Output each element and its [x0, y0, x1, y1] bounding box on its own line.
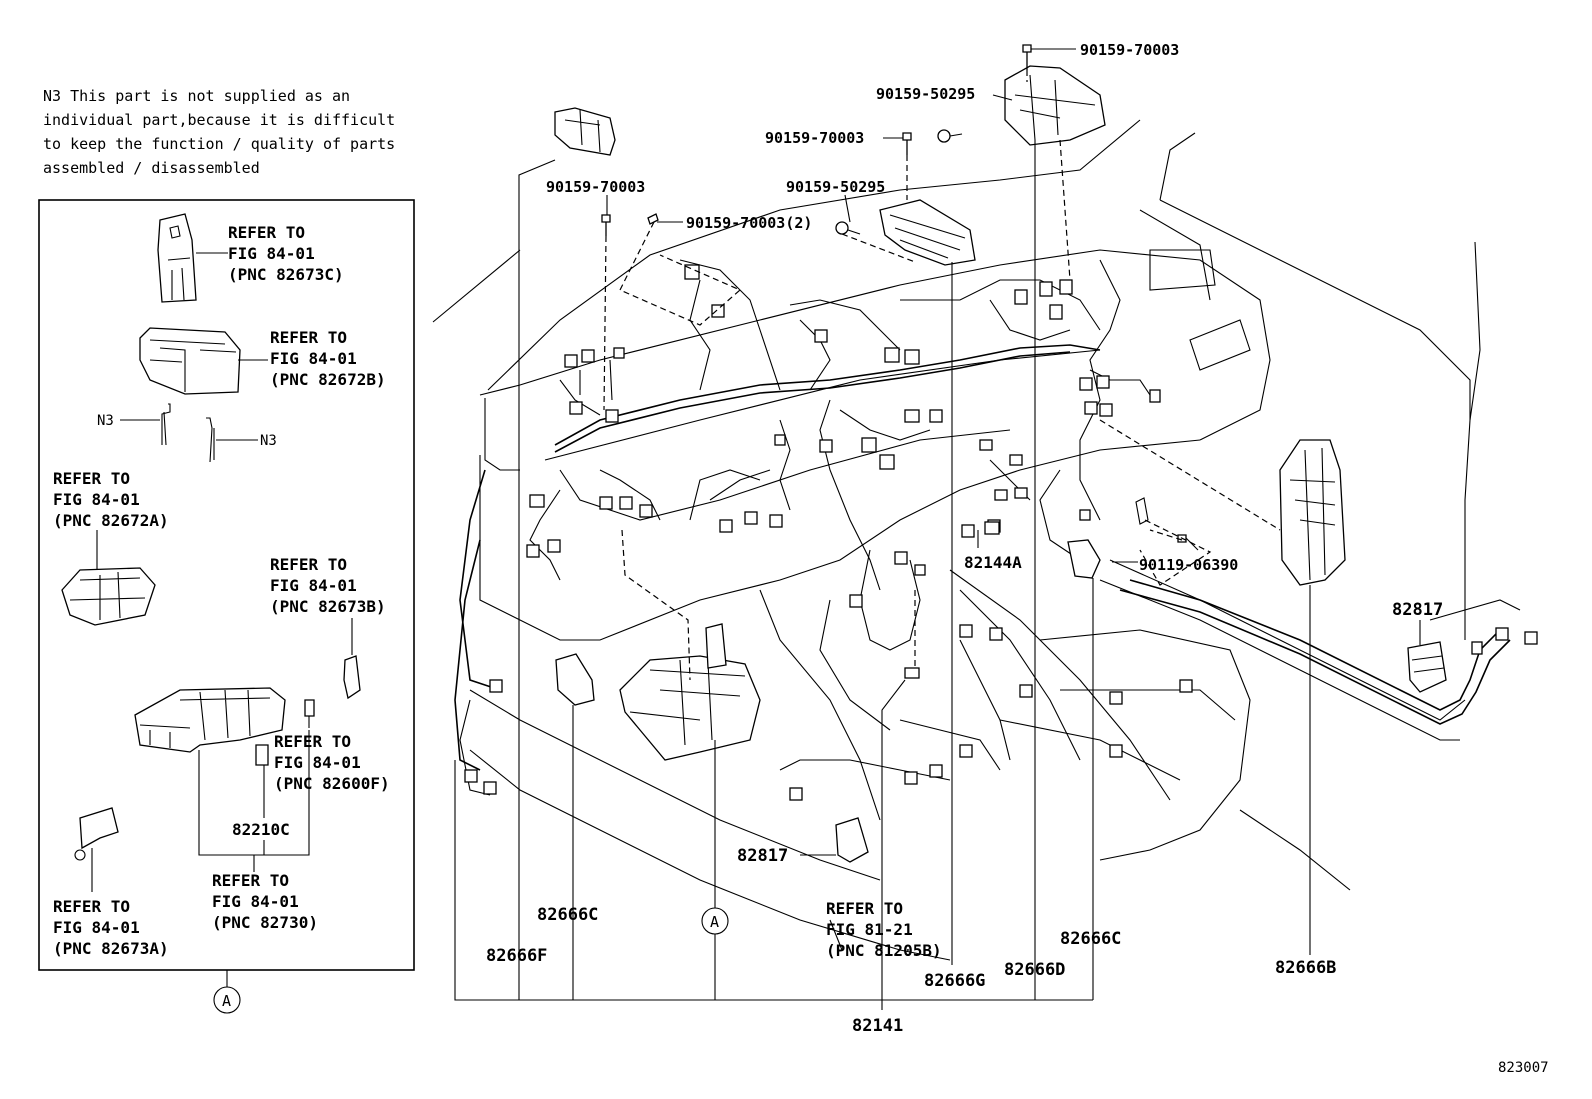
bracket-82666d-drawing — [1004, 65, 1106, 146]
ref-82672a-line1: REFER TO — [53, 469, 130, 488]
main-circle-a-label: A — [710, 913, 719, 931]
bracket-82673b-drawing — [343, 655, 361, 700]
fasteners — [601, 44, 1187, 543]
callout-82666d: 82666D — [1004, 960, 1065, 980]
ref-82672b-line2: FIG 84-01 — [270, 349, 357, 368]
bracket-82666c-right-drawing — [1067, 539, 1101, 579]
ref-82673b-line1: REFER TO — [270, 555, 347, 574]
callout-82817-center: 82817 — [737, 846, 788, 866]
leader-lines — [454, 48, 1421, 1010]
fuse-82600f-drawing — [304, 699, 315, 717]
note-line-4: assembled / disassembled — [43, 159, 260, 177]
callout-90159-70003-x2: 90159-70003(2) — [686, 214, 812, 232]
ref-82730-line1: REFER TO — [212, 871, 289, 890]
callout-82666f: 82666F — [486, 946, 547, 966]
inset-detail-a: REFER TO FIG 84-01 (PNC 82673C) REFER TO… — [38, 199, 415, 1014]
ref-82730-line2: FIG 84-01 — [212, 892, 299, 911]
n3-pin-right — [206, 417, 215, 463]
callout-82144a: 82144A — [964, 553, 1022, 572]
figure-number: 823007 — [1498, 1060, 1549, 1076]
relay-block-82672a-drawing — [61, 567, 156, 626]
n3-pin-left — [161, 403, 171, 446]
callout-82666c-right: 82666C — [1060, 929, 1121, 949]
main-circle-a — [701, 907, 729, 935]
callout-refer-81-line2: FIG 81-21 — [826, 920, 913, 939]
callout-90159-50295-top: 90159-50295 — [876, 85, 975, 103]
n3-note: N3 This part is not supplied as an indiv… — [43, 87, 395, 177]
callout-labels: 90159-70003 90159-50295 90159-70003 9015… — [486, 41, 1443, 1036]
ref-82673c-line3: (PNC 82673C) — [228, 265, 344, 284]
bracket-82666c-left-drawing — [555, 653, 595, 706]
connector-82144a-drawing — [984, 521, 1000, 535]
inset-circle-a-label: A — [222, 992, 231, 1010]
ref-82673a-line1: REFER TO — [53, 897, 130, 916]
inset-circle-a — [213, 986, 241, 1014]
ref-82673b-line2: FIG 84-01 — [270, 576, 357, 595]
note-line-1: N3 This part is not supplied as an — [43, 87, 350, 105]
bracket-82673a-drawing — [79, 807, 119, 850]
clamp-82666g-drawing — [879, 199, 976, 266]
ref-82730-line3: (PNC 82730) — [212, 913, 318, 932]
callout-82666g: 82666G — [924, 971, 985, 991]
callout-82666c-left: 82666C — [537, 905, 598, 925]
callout-90159-70003-top: 90159-70003 — [1080, 41, 1179, 59]
ref-82672a-line2: FIG 84-01 — [53, 490, 140, 509]
callout-90119-06390: 90119-06390 — [1139, 556, 1238, 574]
junction-block-82672b-drawing — [139, 327, 268, 395]
note-line-3: to keep the function / quality of parts — [43, 135, 395, 153]
ref-82600f-line2: FIG 84-01 — [274, 753, 361, 772]
ref-82673a-line3: (PNC 82673A) — [53, 939, 169, 958]
callout-82141: 82141 — [852, 1016, 903, 1036]
bracket-82666f-drawing — [554, 107, 616, 156]
n3-label-right: N3 — [260, 433, 277, 449]
connector-82817-center-drawing — [835, 817, 869, 863]
ref-82672b-line3: (PNC 82672B) — [270, 370, 386, 389]
callout-90159-70003-mid: 90159-70003 — [765, 129, 864, 147]
part-82210c-label: 82210C — [232, 820, 290, 839]
callout-refer-81-line1: REFER TO — [826, 899, 903, 918]
n3-label-left: N3 — [97, 413, 114, 429]
note-line-2: individual part,because it is difficult — [43, 111, 395, 129]
ref-82673b-line3: (PNC 82673B) — [270, 597, 386, 616]
ref-82600f-line3: (PNC 82600F) — [274, 774, 390, 793]
callout-refer-81-line3: (PNC 81205B) — [826, 941, 942, 960]
dashboard-harness-drawing — [432, 119, 1538, 961]
ref-82673c-line1: REFER TO — [228, 223, 305, 242]
callout-90159-50295-mid: 90159-50295 — [786, 178, 885, 196]
bracket-82666b-drawing — [1279, 439, 1346, 586]
ref-82672b-line1: REFER TO — [270, 328, 347, 347]
relay-82210c-drawing — [255, 744, 269, 766]
callout-82666b: 82666B — [1275, 958, 1336, 978]
callout-90159-70003-left: 90159-70003 — [546, 178, 645, 196]
main-parts — [554, 44, 1447, 863]
ref-82673a-line2: FIG 84-01 — [53, 918, 140, 937]
ref-82600f-line1: REFER TO — [274, 732, 351, 751]
ref-82673c-line2: FIG 84-01 — [228, 244, 315, 263]
bracket-82673c-drawing — [157, 213, 228, 303]
junction-block-82730-drawing — [134, 687, 286, 753]
junction-block-a-drawing — [619, 655, 761, 761]
callout-82817-right: 82817 — [1392, 600, 1443, 620]
ref-82672a-line3: (PNC 82672A) — [53, 511, 169, 530]
connector-82817-right-drawing — [1407, 641, 1447, 693]
